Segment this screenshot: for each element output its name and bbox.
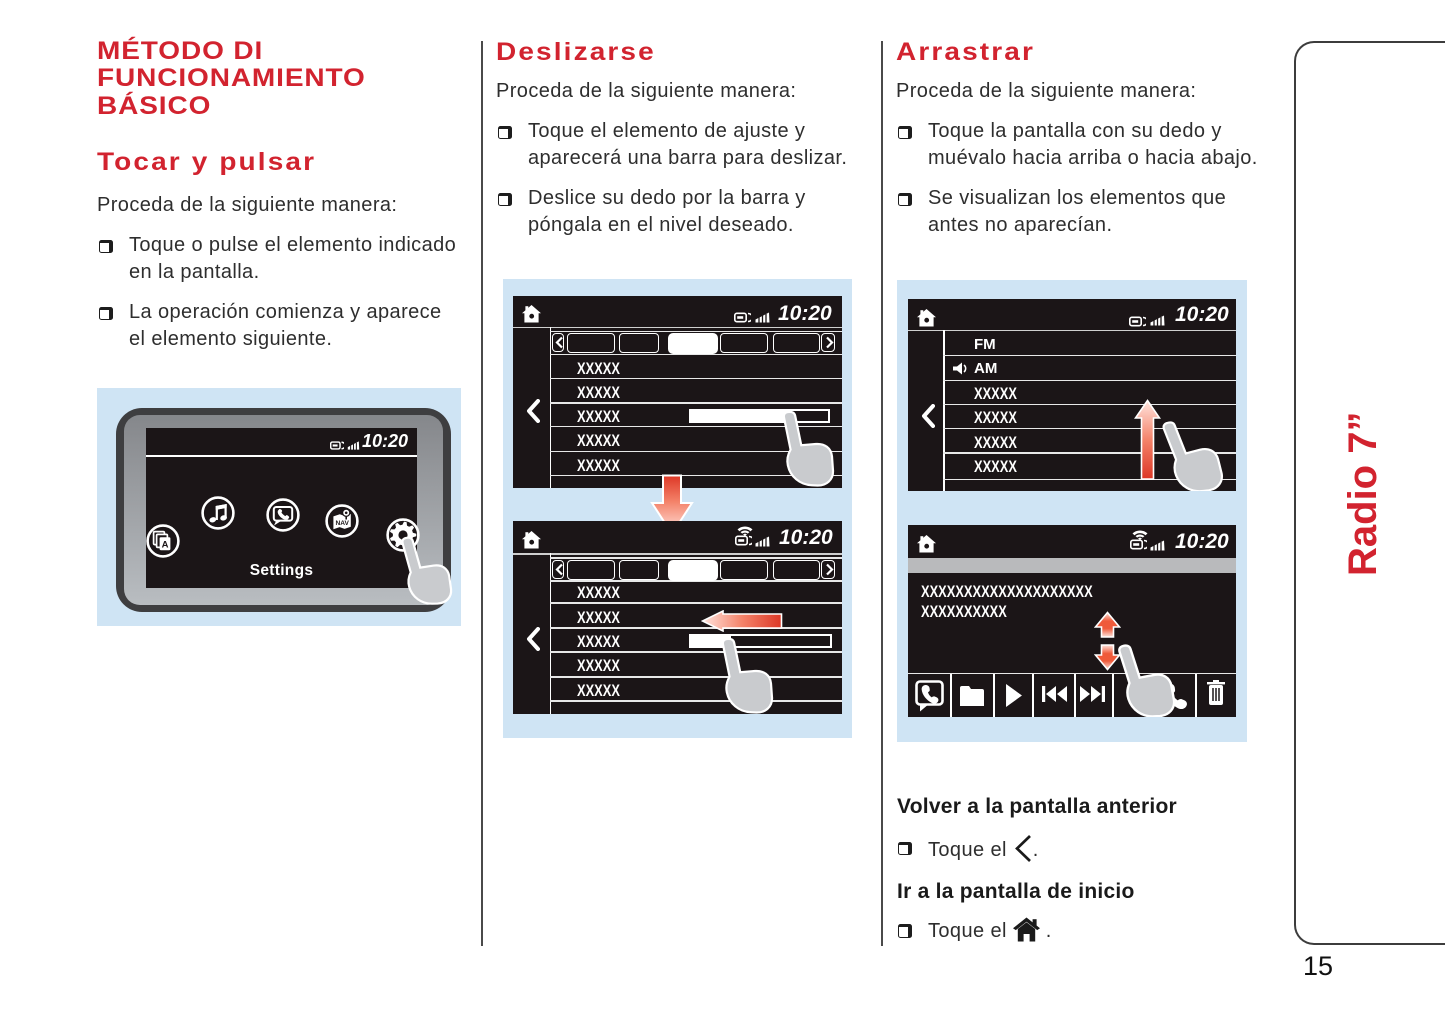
svg-text:NAV: NAV xyxy=(335,520,349,527)
svg-text:A: A xyxy=(162,540,169,551)
